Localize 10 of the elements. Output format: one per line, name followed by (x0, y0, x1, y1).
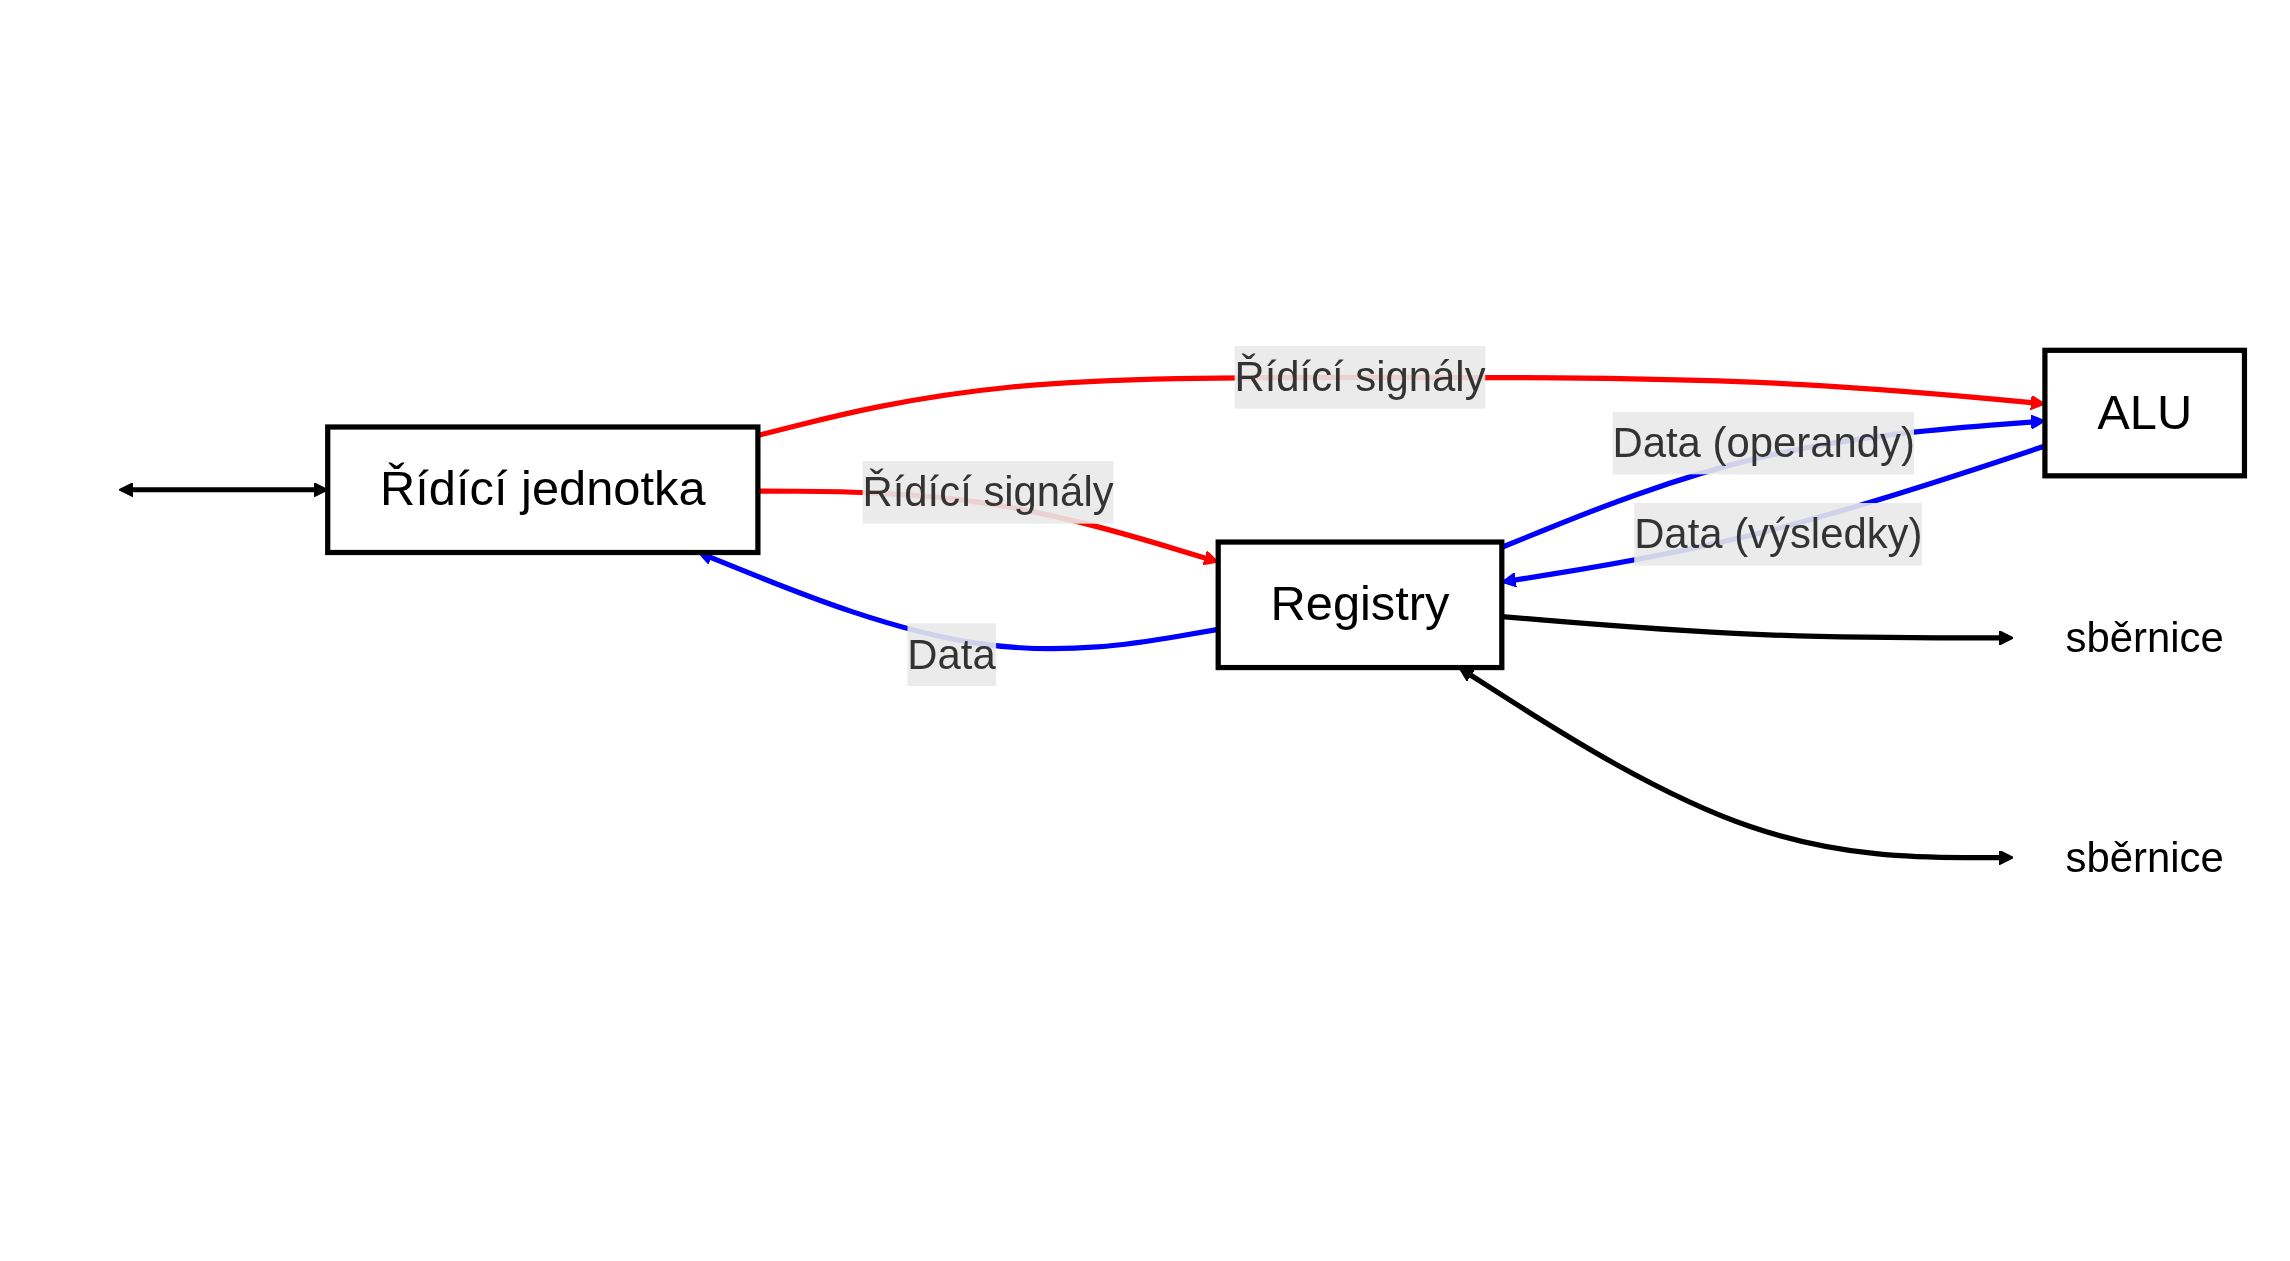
edge-label: Řídící signály (862, 467, 1114, 516)
edge-label: Data (operandy) (1612, 418, 1915, 466)
node-box: Registry (1215, 539, 1505, 671)
edge-label: Data (907, 630, 996, 678)
node-box: ALU (2042, 347, 2248, 479)
edge-label: Data (výsledky) (1634, 509, 1923, 557)
node-box: Řídící jednotka (325, 424, 761, 556)
edge-label: Řídící signály (1234, 352, 1486, 400)
node-text: sběrnice (2065, 613, 2224, 661)
node-text: sběrnice (2065, 833, 2224, 881)
